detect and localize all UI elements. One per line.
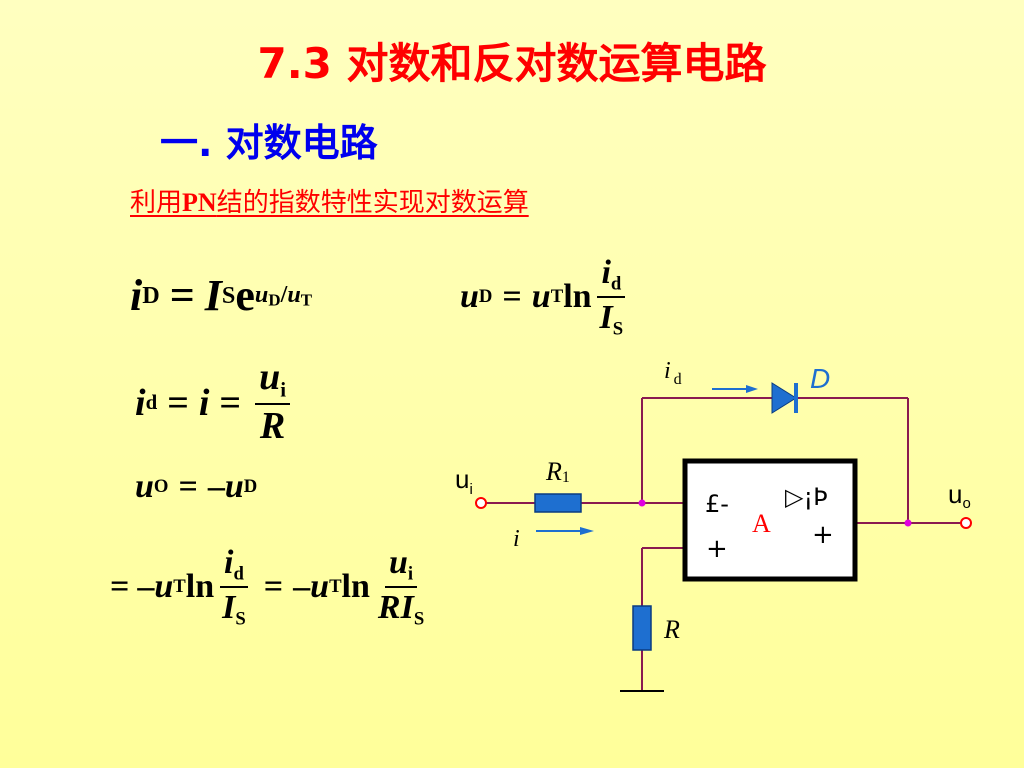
eq2-u: u bbox=[531, 278, 551, 316]
eq2-equals: = bbox=[502, 278, 522, 316]
label-noninverting: + bbox=[706, 534, 728, 564]
section-heading: 一. 对数电路 bbox=[160, 121, 378, 165]
eq2-u-sub: T bbox=[550, 286, 564, 308]
eq1-rhs-sub: S bbox=[221, 281, 236, 309]
diode-icon bbox=[771, 382, 798, 414]
label-output-plus: + bbox=[812, 520, 834, 550]
eq1-equals: = bbox=[169, 271, 195, 320]
label-amp: A bbox=[752, 509, 771, 538]
eq1-lhs: i bbox=[130, 271, 143, 320]
resistor-r-icon bbox=[632, 605, 652, 651]
subtitle-post: 结的指数特性实现对数运算 bbox=[216, 188, 529, 218]
eq4-lhs: u bbox=[135, 468, 154, 505]
resistor-r1-icon bbox=[534, 493, 582, 513]
eq5-fraction-2: ui RIS bbox=[377, 544, 425, 630]
subtitle-pn: PN bbox=[182, 188, 217, 217]
input-terminal bbox=[475, 497, 487, 509]
label-inverting: £- bbox=[705, 490, 729, 518]
label-r1: R1 bbox=[545, 457, 570, 486]
eq3-lhs: i bbox=[135, 381, 146, 424]
current-i-arrow-icon bbox=[536, 527, 594, 535]
eq1-e: e bbox=[235, 271, 255, 320]
label-ui: ui bbox=[455, 464, 473, 498]
eq4-lhs-sub: O bbox=[153, 476, 169, 497]
label-i: i bbox=[513, 526, 520, 552]
eq1-lhs-sub: D bbox=[142, 281, 160, 309]
eq4-rhs-sub: D bbox=[243, 476, 258, 497]
label-r: R bbox=[663, 615, 680, 644]
junction-dot bbox=[638, 499, 646, 507]
label-diode: D bbox=[810, 363, 830, 394]
eq1-rhs-i: I bbox=[204, 271, 222, 320]
op-amp-box bbox=[682, 458, 858, 582]
subtitle: 利用PN结的指数特性实现对数运算 bbox=[130, 182, 529, 219]
eq4-neg: – bbox=[207, 468, 225, 505]
eq3-lhs-sub: d bbox=[145, 390, 158, 415]
label-amp-symbol: ▷¡Þ bbox=[785, 483, 828, 511]
eq2-fraction: id IS bbox=[596, 255, 628, 339]
eq3-fraction: ui R bbox=[255, 357, 291, 447]
eq3-mid: i bbox=[198, 381, 210, 424]
eq2-lhs: u bbox=[460, 278, 479, 316]
subtitle-pre: 利用 bbox=[130, 188, 183, 218]
page-title: 7.3 对数和反对数运算电路 bbox=[0, 30, 1024, 91]
junction-dot bbox=[904, 519, 912, 527]
eq2-lhs-sub: D bbox=[478, 286, 493, 308]
label-uo: uo bbox=[948, 479, 971, 512]
output-terminal bbox=[960, 517, 972, 529]
eq2-ln: ln bbox=[563, 278, 592, 316]
eq1-exponent: uD/uT bbox=[254, 280, 313, 310]
eq5-fraction-1: id IS bbox=[218, 545, 250, 629]
current-id-arrow-icon bbox=[712, 385, 758, 393]
title-text: 7.3 对数和反对数运算电路 bbox=[257, 39, 767, 88]
eq4-rhs: u bbox=[224, 468, 244, 505]
